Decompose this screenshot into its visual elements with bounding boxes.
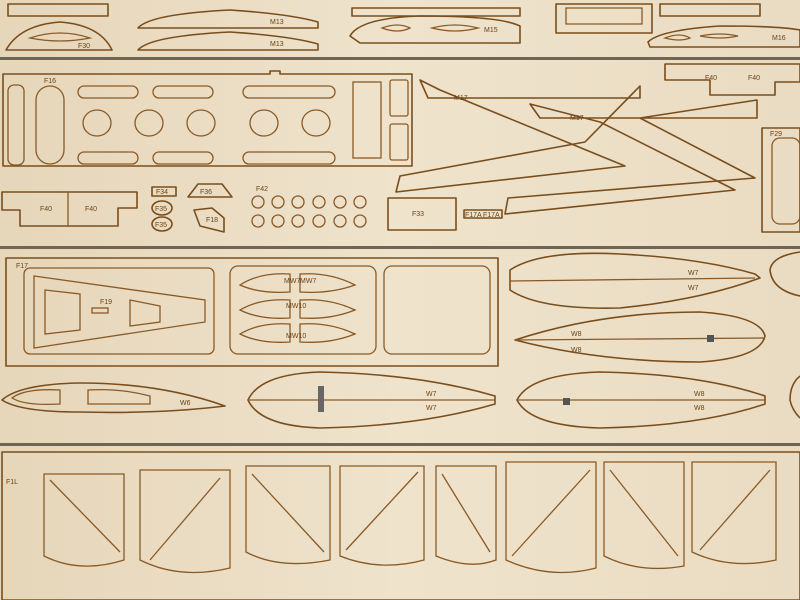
part-label: F19 [100,299,112,306]
part-m16: M16 [647,3,800,48]
part-label: F42 [256,186,268,193]
part-label: W7 [688,270,699,277]
part-label: F40 [40,206,52,213]
part-label: F17A [483,212,500,219]
part-label: F35 [155,222,167,229]
part-label: M15 [484,27,498,34]
part-label: W8 [571,347,582,354]
part-label: W7 [426,405,437,412]
part-f30: F30 [5,3,113,51]
part-f29: F29 [761,127,800,233]
part-label: M16 [772,35,786,42]
part-label: W6 [180,400,191,407]
part-f33: F33 [387,197,457,231]
part-f17: F17 F19 [5,257,499,367]
part-label: F29 [770,131,782,138]
sheet-bottom [0,446,800,600]
part-label: F17A [465,212,482,219]
part-label: F33 [412,211,424,218]
part-label: F34 [156,189,168,196]
part-label: MW7 [300,278,316,285]
part-label: F18 [206,217,218,224]
part-label: F1L [6,479,18,486]
part-label: F30 [78,43,90,50]
sheet-gap [0,246,800,249]
sheet-upper [0,60,800,247]
part-w7-rib-pair-1: W7 W7 [509,252,761,309]
part-label: W7 [688,285,699,292]
part-label: F36 [200,189,212,196]
part-w7-rib-pair-2: W7 W7 [247,371,496,429]
part-label: M17 [454,95,468,102]
part-f40-left: F40 F40 [1,191,138,227]
sheet-middle [0,249,800,444]
part-label: MW10 [286,303,306,310]
part-label: W8 [694,405,705,412]
sheet-gap [0,57,800,60]
part-f42-washers: F42 [251,186,367,228]
part-label: W8 [694,391,705,398]
part-label: F40 [705,75,717,82]
part-label: M13 [270,41,284,48]
part-label: F35 [155,206,167,213]
part-rib-edge-right [769,251,800,419]
part-label: W8 [571,331,582,338]
part-label: W7 [426,391,437,398]
part-label: F17 [16,263,28,270]
sheet-top [0,0,800,58]
part-m13: M13 M13 [137,9,319,51]
part-small-f34-f35-f36-f18: F34 F35 F35 F36 F18 [151,183,233,233]
part-label: M13 [270,19,284,26]
part-label: F16 [44,78,56,85]
part-m17: M17 M17 [395,79,758,215]
part-label: MW7 [284,278,300,285]
part-frame-top [555,3,653,34]
part-m15: M15 [349,7,521,44]
part-label: MW10 [286,333,306,340]
part-f16: F16 [2,70,413,167]
sheet-gap [0,443,800,446]
part-label: M17 [570,115,584,122]
part-label: F40 [748,75,760,82]
part-f40-right: F40 F40 [664,63,800,96]
part-f1l: F1L [1,451,800,600]
part-w6: W6 [1,382,226,414]
part-mw7-mw10: MW7 MW7 MW10 MW10 [238,273,357,343]
part-label: F40 [85,206,97,213]
part-w8-rib-pair-1: W8 W8 [514,311,766,363]
part-w8-rib-pair-2: W8 W8 [516,371,766,429]
part-f17a: F17A F17A [463,209,503,219]
